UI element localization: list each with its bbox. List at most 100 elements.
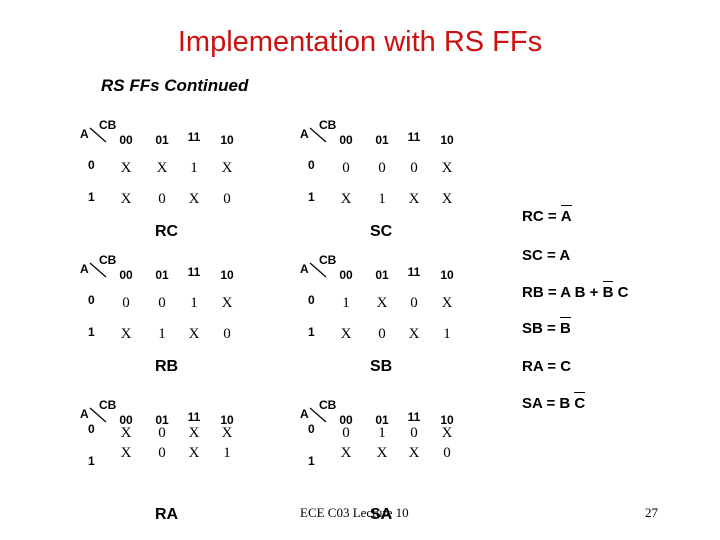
kmap-col-header: 11 [407,130,421,144]
kmap-cell: X [120,445,132,461]
kmap-diagonal [309,407,327,423]
kmap-cell: 0 [410,160,418,176]
kmap-row-header: 1 [308,454,315,468]
kmap-diagonal [89,407,107,423]
footer-text: ECE C03 Lecture 10 [300,505,409,520]
kmap-col-variable: CB [99,398,117,412]
kmap-row-header: 1 [308,325,315,339]
kmap-row-variable: A [80,262,89,276]
kmap-cell: X [408,191,420,207]
kmap-row-header: 1 [88,325,95,339]
kmap-cell: 1 [190,295,198,311]
kmap-diagonal-line [309,127,327,143]
kmap-cell: X [441,295,453,311]
kmap-cell: 0 [410,425,418,441]
kmap-row-variable: A [80,407,89,421]
kmap-col-variable: CB [99,253,117,267]
kmap-row-variable: A [300,407,309,421]
kmap-cell: X [408,445,420,461]
kmap-cell: 0 [158,191,166,207]
kmap-col-header: 01 [375,268,389,282]
kmap-cell: X [441,160,453,176]
kmap-row-header: 1 [308,190,315,204]
kmap-cell: X [376,445,388,461]
kmap-col-header: 00 [119,133,133,147]
kmap-row-variable: A [300,127,309,141]
kmap-col-header: 10 [220,413,234,427]
kmap-diagonal [89,127,107,143]
equation-rb-b-bar: B [602,281,614,301]
kmap-col-header: 01 [155,133,169,147]
equation-sc: SC = A [522,247,571,264]
equation-sa-c-bar: C [574,392,586,412]
kmap-col-header: 10 [220,133,234,147]
kmap-row-header: 0 [308,422,315,436]
kmap-name: SA [370,506,393,523]
kmap-cell: 1 [158,326,166,342]
kmap-cell: X [221,160,233,176]
kmap-name: RB [155,358,179,375]
kmap-row-header: 0 [308,293,315,307]
kmap-cell: X [340,326,352,342]
kmap-row-variable: A [300,262,309,276]
kmap-cell: 0 [410,295,418,311]
kmap-name: RC [155,223,179,240]
kmap-cell: 1 [443,326,451,342]
kmap-cell: X [188,326,200,342]
slide-title: Implementation with RS FFs [177,26,543,58]
equation-rc-a-bar: A [560,205,572,225]
kmap-row-header: 1 [88,190,95,204]
kmap-cell: X [441,425,453,441]
kmap-cell: X [120,425,132,441]
kmap-cell: X [441,191,453,207]
kmap-diagonal-line [89,127,107,143]
kmap-col-header: 00 [119,268,133,282]
equation-rc-lhs: RC = [522,208,561,225]
kmap-cell: 0 [342,425,350,441]
kmap-cell: 0 [378,160,386,176]
kmap-col-header: 10 [220,268,234,282]
kmap-row-variable: A [80,127,89,141]
kmap-cell: X [340,191,352,207]
equation-sb-b-bar: B [559,317,571,337]
kmap-cell: 0 [443,445,451,461]
kmap-col-header: 00 [339,413,353,427]
kmap-row-header: 0 [308,158,315,172]
equation-ra: RA = C [522,358,572,375]
kmap-diagonal-line [89,262,107,278]
slide-subtitle: RS FFs Continued [101,76,249,95]
kmap-cell: X [120,160,132,176]
equation-rb-lhs: RB = A B + [522,284,603,301]
kmap-col-header: 01 [375,413,389,427]
kmap-cell: 1 [378,425,386,441]
kmap-col-header: 11 [187,130,201,144]
equation-sb: SB = B [522,317,571,337]
kmap-col-header: 01 [155,413,169,427]
kmap-cell: 1 [342,295,350,311]
kmap-col-header: 00 [339,133,353,147]
equation-sb-lhs: SB = [522,320,560,337]
kmap-col-header: 00 [119,413,133,427]
kmap-col-variable: CB [99,118,117,132]
kmap-col-header: 00 [339,268,353,282]
equation-sa: SA = B C [522,392,586,412]
kmap-cell: 0 [223,191,231,207]
kmap-row-header: 0 [88,422,95,436]
kmap-col-variable: CB [319,118,337,132]
kmap-cell: 1 [223,445,231,461]
kmap-col-header: 01 [155,268,169,282]
kmap-cell: X [376,295,388,311]
kmap-name: RA [155,506,179,523]
kmap-cell: 1 [190,160,198,176]
kmap-cell: 0 [158,445,166,461]
kmap-cell: X [188,191,200,207]
kmap-col-header: 10 [440,268,454,282]
page-number: 27 [645,505,658,520]
kmap-col-header: 11 [187,265,201,279]
